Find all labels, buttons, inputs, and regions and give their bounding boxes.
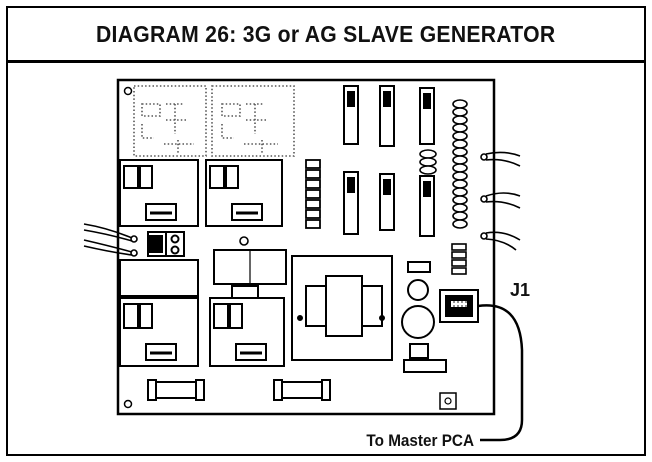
- relay-bottom-right: [209, 297, 285, 367]
- diagram-title: DIAGRAM 26: 3G or AG SLAVE GENERATOR: [96, 20, 556, 47]
- mounting-hole-top-left: [123, 86, 133, 96]
- mounting-hole-bottom-right: [439, 392, 457, 410]
- led-display-left: [133, 85, 207, 157]
- resistor-stack-lower: [451, 243, 467, 275]
- title-bar: DIAGRAM 26: 3G or AG SLAVE GENERATOR: [8, 8, 644, 63]
- ic-chips: [343, 85, 435, 237]
- j1-label: J1: [510, 280, 530, 300]
- relay-bottom-left: [119, 297, 199, 367]
- component-column-right: [452, 99, 468, 229]
- relay-middle-left: [119, 259, 199, 297]
- voltage-regulator: [213, 249, 287, 299]
- small-capacitor: [239, 236, 249, 246]
- wire-bundle-left: [83, 223, 138, 257]
- j1-connector: [439, 289, 479, 323]
- fuse-right: [273, 379, 331, 401]
- cable-to-master: [477, 304, 524, 442]
- relay-top-left: [119, 159, 199, 227]
- led-display-right: [211, 85, 295, 157]
- wire-bundle-right: [480, 151, 521, 251]
- mounting-hole-bottom-left: [123, 399, 133, 409]
- fuse-left: [147, 379, 205, 401]
- terminal-block-left: [147, 231, 185, 257]
- resistor-array-middle: [305, 159, 321, 229]
- diode-column: [419, 149, 437, 175]
- to-master-label: To Master PCA: [366, 431, 474, 450]
- transformer: [291, 255, 393, 361]
- relay-top-right: [205, 159, 283, 227]
- battery-holder: [401, 261, 447, 373]
